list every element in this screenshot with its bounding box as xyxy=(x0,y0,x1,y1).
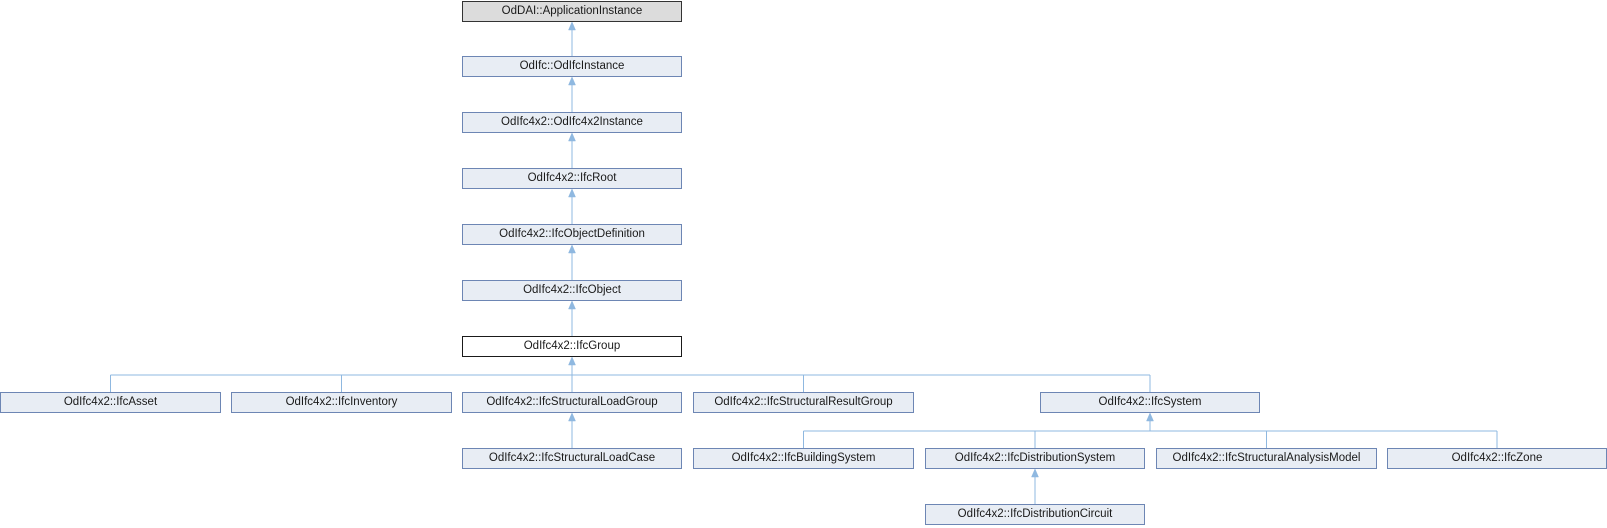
node-ifc-structural-load-group[interactable]: OdIfc4x2::IfcStructuralLoadGroup xyxy=(462,392,682,413)
node-ifc-structural-result-group[interactable]: OdIfc4x2::IfcStructuralResultGroup xyxy=(693,392,914,413)
node-odifc4x2-instance[interactable]: OdIfc4x2::OdIfc4x2Instance xyxy=(462,112,682,133)
node-application-instance: OdDAI::ApplicationInstance xyxy=(462,1,682,22)
node-ifc-group-current: OdIfc4x2::IfcGroup xyxy=(462,336,682,357)
node-ifc-inventory[interactable]: OdIfc4x2::IfcInventory xyxy=(231,392,452,413)
node-odifc-instance[interactable]: OdIfc::OdIfcInstance xyxy=(462,56,682,77)
node-ifc-distribution-circuit[interactable]: OdIfc4x2::IfcDistributionCircuit xyxy=(925,504,1145,525)
node-ifc-structural-load-case[interactable]: OdIfc4x2::IfcStructuralLoadCase xyxy=(462,448,682,469)
node-ifc-building-system[interactable]: OdIfc4x2::IfcBuildingSystem xyxy=(693,448,914,469)
node-ifc-structural-analysis-model[interactable]: OdIfc4x2::IfcStructuralAnalysisModel xyxy=(1156,448,1377,469)
node-ifc-asset[interactable]: OdIfc4x2::IfcAsset xyxy=(0,392,221,413)
arrowhead-ifcdistributionsystem xyxy=(1031,468,1039,478)
arrowhead-appinstance xyxy=(568,21,576,31)
node-ifc-root[interactable]: OdIfc4x2::IfcRoot xyxy=(462,168,682,189)
arrowhead-ifcsystem xyxy=(1146,412,1154,422)
node-ifc-zone[interactable]: OdIfc4x2::IfcZone xyxy=(1387,448,1607,469)
node-ifc-distribution-system[interactable]: OdIfc4x2::IfcDistributionSystem xyxy=(925,448,1145,469)
arrowhead-ifcroot xyxy=(568,188,576,198)
node-ifc-object[interactable]: OdIfc4x2::IfcObject xyxy=(462,280,682,301)
arrowhead-ifcstructuralloadgroup xyxy=(568,412,576,422)
arrowhead-odifcinstance xyxy=(568,76,576,86)
arrowhead-ifcgroup xyxy=(568,356,576,366)
node-ifc-system[interactable]: OdIfc4x2::IfcSystem xyxy=(1040,392,1260,413)
arrowhead-ifcobjectdefinition xyxy=(568,244,576,254)
node-ifc-object-definition[interactable]: OdIfc4x2::IfcObjectDefinition xyxy=(462,224,682,245)
arrowhead-odifc4x2instance xyxy=(568,132,576,142)
arrowhead-ifcobject xyxy=(568,300,576,310)
